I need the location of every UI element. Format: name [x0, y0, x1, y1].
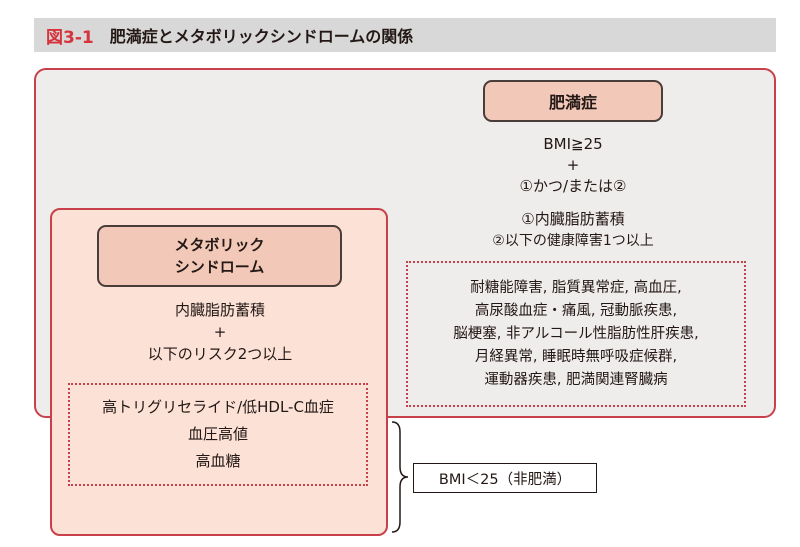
obesity-label: 肥満症 — [483, 80, 663, 122]
obesity-health-disorder-list: 耐糖能障害, 脂質異常症, 高血圧, 高尿酸血症・痛風, 冠動脈疾患, 脳梗塞,… — [406, 261, 746, 407]
obesity-condition-visceral-fat: ①内臓脂肪蓄積 — [521, 210, 625, 228]
list-item: 高トリグリセライド/低HDL-C血症 — [102, 398, 334, 416]
non-obese-bmi-label: BMI＜25（非肥満） — [413, 463, 597, 493]
list-item: 高血糖 — [195, 452, 241, 470]
figure-title-bar: 図3-1 肥満症とメタボリックシンドロームの関係 — [34, 18, 776, 52]
list-item: 運動器疾患, 肥満関連腎臓病 — [484, 371, 668, 388]
metabolic-criterion-plus: + — [213, 323, 227, 341]
list-item: 月経異常, 睡眠時無呼吸症候群, — [474, 348, 678, 365]
metabolic-risk-list: 高トリグリセライド/低HDL-C血症 血圧高値 高血糖 — [68, 383, 368, 486]
list-item: 脳梗塞, 非アルコール性脂肪性肝疾患, — [453, 325, 699, 342]
obesity-condition-health-disorders: ②以下の健康障害1つ以上 — [492, 233, 654, 249]
obesity-criterion-plus: + — [566, 156, 580, 174]
metabolic-label-line: メタボリック — [174, 236, 265, 254]
metabolic-criterion-visceral-fat: 内臓脂肪蓄積 — [174, 301, 265, 319]
list-item: 高尿酸血症・痛風, 冠動脈疾患, — [474, 302, 678, 319]
figure-title: 肥満症とメタボリックシンドロームの関係 — [109, 27, 414, 46]
right-brace-icon — [391, 421, 409, 533]
list-item: 耐糖能障害, 脂質異常症, 高血圧, — [470, 279, 682, 296]
obesity-criterion-andor: ①かつ/または② — [519, 177, 627, 195]
obesity-criterion-bmi: BMI≧25 — [543, 135, 603, 153]
metabolic-syndrome-label: メタボリック シンドローム — [97, 225, 342, 287]
list-item: 血圧高値 — [187, 425, 248, 443]
metabolic-criterion-risks: 以下のリスク2つ以上 — [147, 345, 293, 363]
figure-number: 図3-1 — [46, 27, 94, 48]
metabolic-label-line: シンドローム — [174, 258, 265, 276]
